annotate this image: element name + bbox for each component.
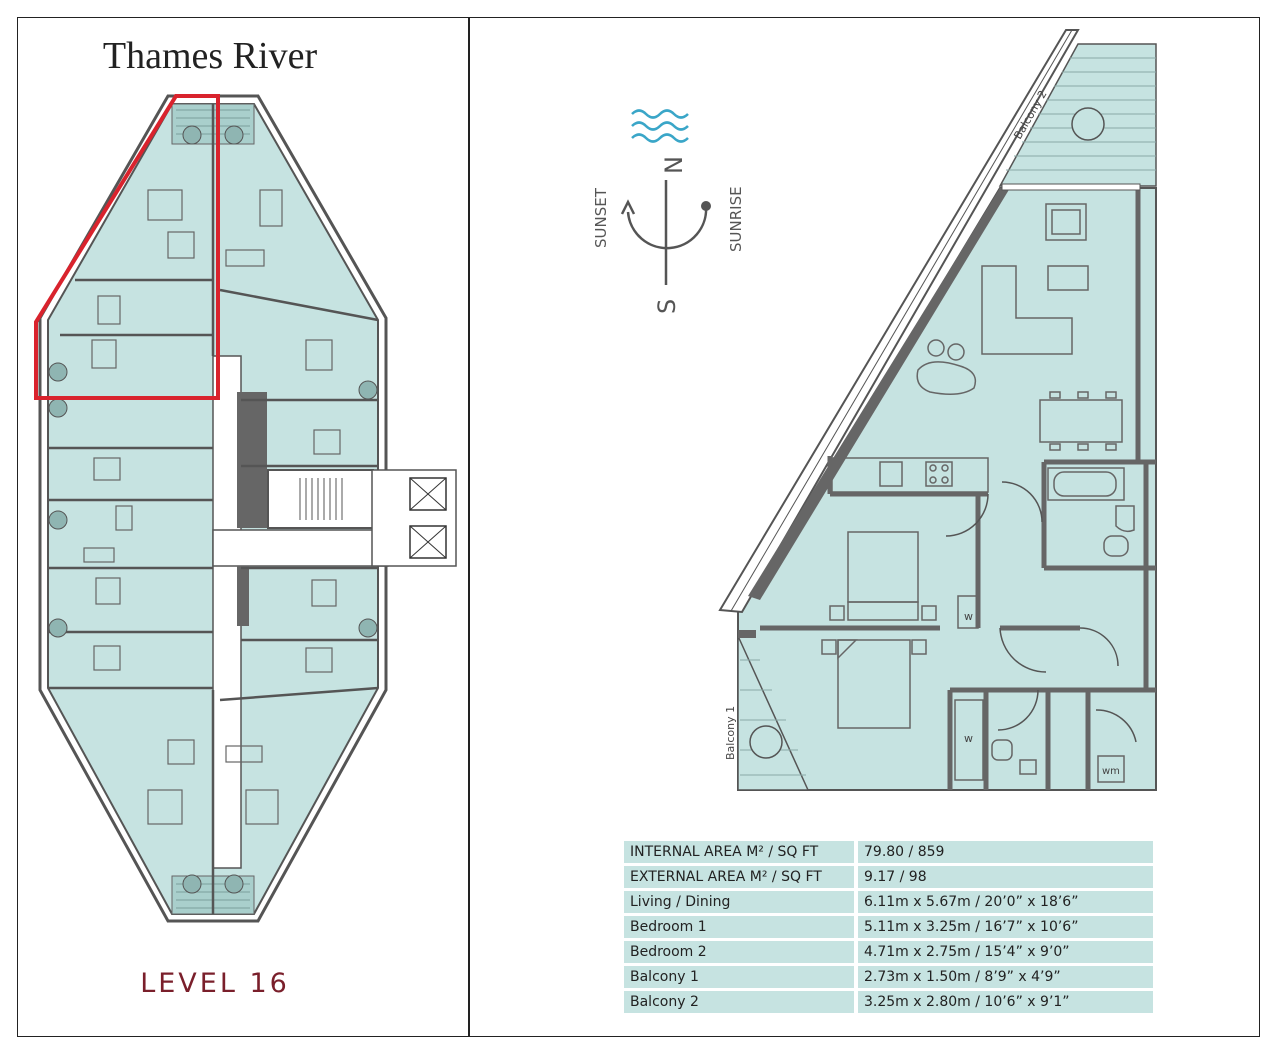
core-stair — [267, 469, 374, 529]
spec-label: Balcony 2 — [624, 991, 854, 1013]
stair-treads — [299, 478, 343, 520]
furniture — [83, 189, 341, 825]
spec-label: Bedroom 2 — [624, 941, 854, 963]
level-floor-plan — [34, 94, 457, 923]
site-title: Thames River — [102, 35, 318, 77]
spec-value: 3.25m x 2.80m / 10’6” x 9’1” — [854, 991, 1153, 1013]
spec-value: 9.17 / 98 — [854, 866, 1153, 888]
core-walls — [237, 392, 267, 528]
lift-shaft — [371, 469, 457, 567]
spec-value: 79.80 / 859 — [854, 841, 1153, 863]
spec-label: Bedroom 1 — [624, 916, 854, 938]
spec-label: Living / Dining — [624, 891, 854, 913]
panel-divider — [468, 17, 470, 1037]
core-walls-lower — [237, 566, 249, 626]
level-label: LEVEL 16 — [140, 968, 290, 999]
spec-value: 5.11m x 3.25m / 16’7” x 10’6” — [854, 916, 1153, 938]
lift-car-2 — [409, 525, 447, 559]
spec-value: 6.11m x 5.67m / 20’0” x 18’6” — [854, 891, 1153, 913]
core-corridor — [212, 529, 389, 567]
spec-value: 4.71m x 2.75m / 15’4” x 9’0” — [854, 941, 1153, 963]
lift-car-1 — [409, 477, 447, 511]
document-frame — [17, 17, 1260, 1037]
spec-label: EXTERNAL AREA M² / SQ FT — [624, 866, 854, 888]
core-void — [212, 355, 242, 869]
spec-value: 2.73m x 1.50m / 8’9” x 4’9” — [854, 966, 1153, 988]
spec-label: INTERNAL AREA M² / SQ FT — [624, 841, 854, 863]
spec-label: Balcony 1 — [624, 966, 854, 988]
selected-apartment-highlight — [34, 94, 220, 400]
columns — [48, 125, 378, 894]
